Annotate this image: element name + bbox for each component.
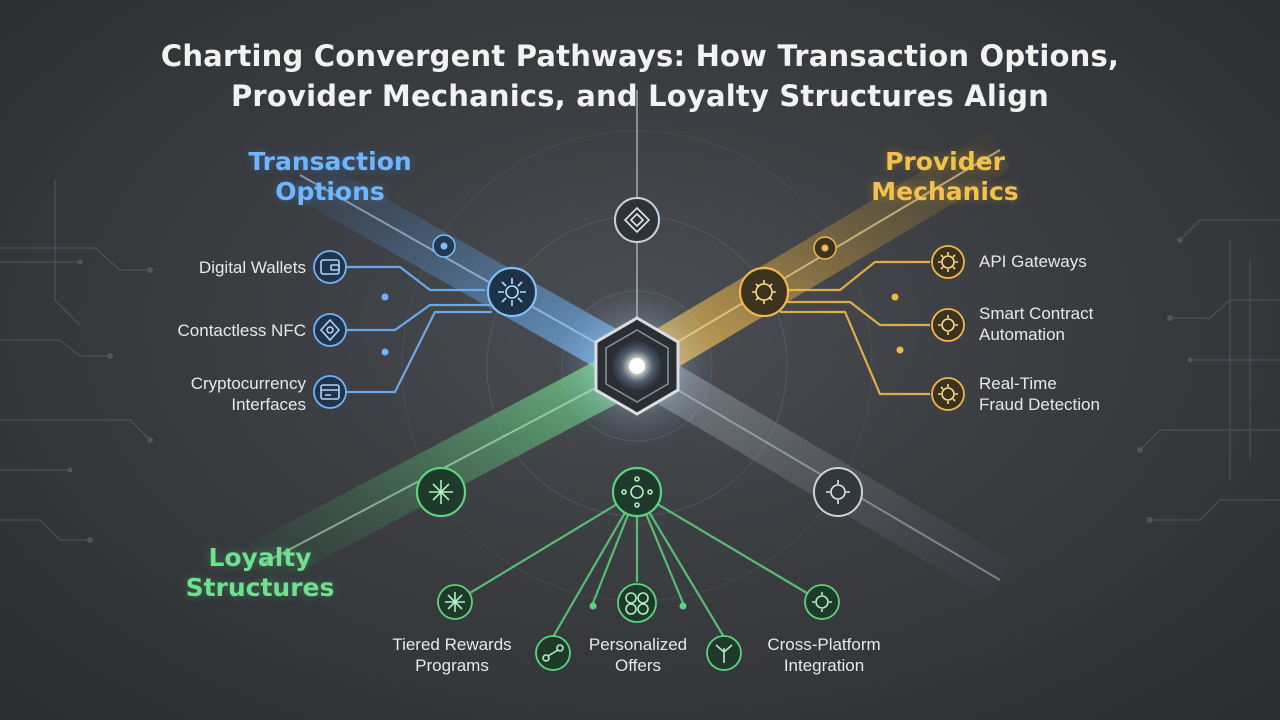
gear-node-icon (752, 280, 776, 304)
transaction-connectors (345, 265, 492, 394)
personalized-offers-icon (625, 592, 649, 615)
heading-transaction-options: Transaction Options (248, 147, 412, 206)
label-personalized-offers: Personalized Offers (588, 635, 688, 675)
api-gear-icon (938, 252, 958, 272)
node-top (614, 197, 660, 243)
label-tiered-rewards-programs: Tiered Rewards Programs (392, 635, 512, 675)
cross-platform-icon (812, 592, 832, 612)
settings-node-icon (826, 480, 850, 504)
heading-loyalty-structures: Loyalty Structures (185, 543, 335, 602)
node-loyalty (415, 466, 467, 518)
node-lower-right (813, 467, 863, 517)
contract-gear-icon (938, 315, 958, 335)
node-loyalty-center (611, 466, 663, 518)
label-smart-contract-automation: Smart Contract Automation (979, 304, 1094, 344)
sparkle-node-icon (429, 480, 453, 504)
circuit-decoration-right (1137, 219, 1280, 523)
node-provider (738, 266, 790, 318)
fraud-gear-icon (938, 384, 958, 404)
circuit-decoration-left (0, 180, 153, 543)
label-digital-wallets: Digital Wallets (198, 258, 306, 277)
title-line-2: Provider Mechanics, and Loyalty Structur… (230, 79, 1050, 113)
node-transaction (486, 266, 538, 318)
page-title: Charting Convergent Pathways: How Transa… (0, 36, 1280, 116)
provider-connectors (780, 260, 930, 396)
label-contactless-nfc: Contactless NFC (177, 321, 306, 340)
convergence-hub (557, 286, 717, 446)
label-cryptocurrency-interfaces: Cryptocurrency Interfaces (190, 374, 306, 414)
diamond-node-icon (623, 206, 651, 234)
sprout-icon (715, 644, 733, 663)
crypto-card-icon (320, 384, 340, 400)
rewards-node-icon (621, 476, 653, 508)
label-api-gateways: API Gateways (979, 252, 1087, 271)
tiered-rewards-icon (445, 592, 465, 612)
network-node-icon (498, 278, 526, 306)
label-real-time-fraud-detection: Real-Time Fraud Detection (979, 374, 1100, 414)
heading-provider-mechanics: Provider Mechanics (871, 147, 1019, 206)
nfc-icon (319, 318, 341, 342)
wallet-icon (320, 259, 340, 275)
label-cross-platform-integration: Cross-Platform Integration (767, 635, 881, 675)
title-line-1: Charting Convergent Pathways: How Transa… (160, 39, 1120, 73)
link-nodes-icon (542, 644, 564, 662)
